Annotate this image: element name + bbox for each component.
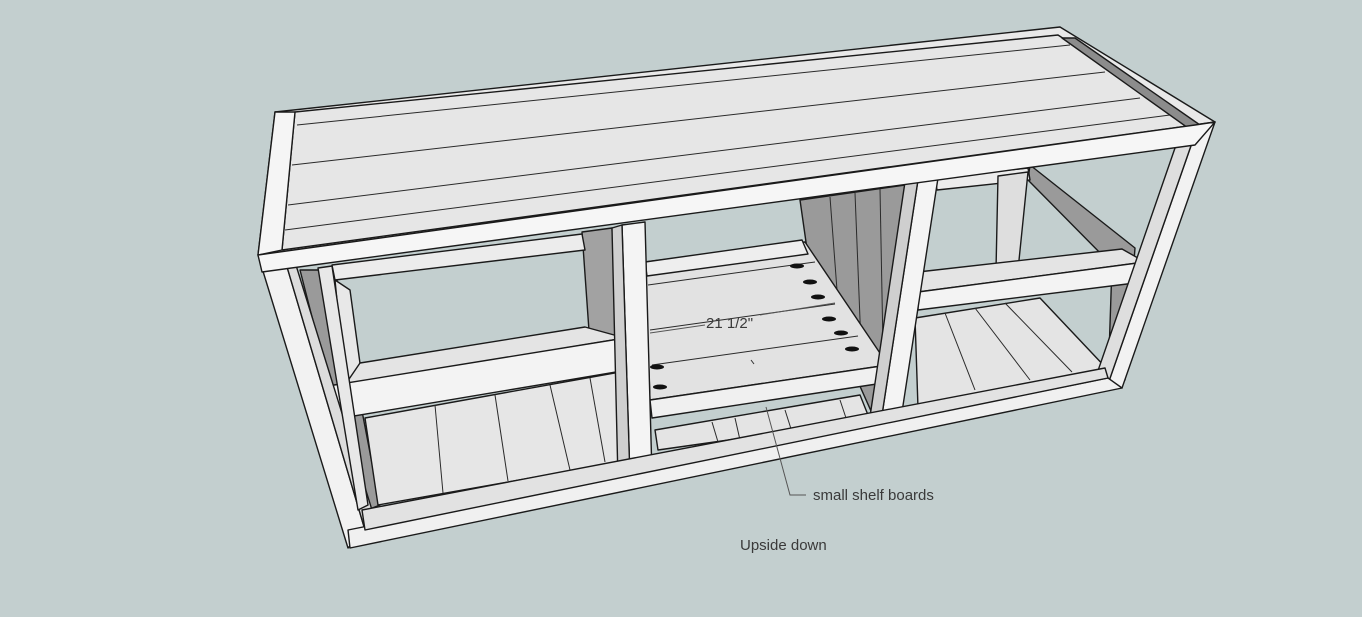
- callout-label: small shelf boards: [813, 487, 934, 504]
- top-panel: [257, 26, 1216, 273]
- pocket-hole: [834, 330, 848, 336]
- pocket-hole: [650, 364, 664, 370]
- dimension-label: 21 1/2": [706, 315, 754, 332]
- bottom-rail: [347, 367, 1123, 549]
- callout-leader: [765, 406, 806, 496]
- dividers: [611, 177, 939, 481]
- pocket-hole: [822, 316, 836, 322]
- left-end: [257, 249, 373, 549]
- pocket-hole: [803, 279, 817, 285]
- right-bay-frame: [917, 167, 1146, 311]
- pocket-hole: [845, 346, 859, 352]
- middle-small-shelf: [644, 239, 891, 419]
- pocket-hole: [790, 263, 804, 269]
- caption-label: Upside down: [740, 537, 827, 554]
- right-bottom-shelf: [654, 297, 1109, 451]
- pocket-hole: [811, 294, 825, 300]
- dimension-line: [759, 302, 836, 316]
- pocket-hole: [653, 384, 667, 390]
- dimension-line: [649, 324, 706, 334]
- left-bay-frame: [327, 233, 629, 421]
- annotations: [649, 302, 836, 496]
